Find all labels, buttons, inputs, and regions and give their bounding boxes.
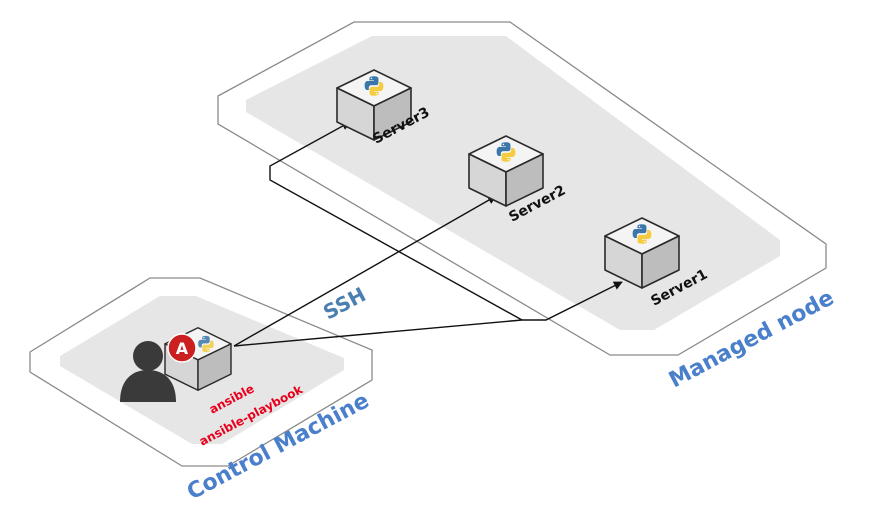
ssh-line-server2 xyxy=(233,195,497,347)
ssh-label: SSH xyxy=(319,282,370,324)
ssh-line-server1 xyxy=(233,281,623,347)
user-silhouette-icon xyxy=(120,341,176,402)
ansible-icon: A xyxy=(167,333,197,363)
ssh-connections xyxy=(233,121,623,347)
ssh-line-server3 xyxy=(269,121,523,321)
ansible-logo-letter: A xyxy=(176,339,189,358)
